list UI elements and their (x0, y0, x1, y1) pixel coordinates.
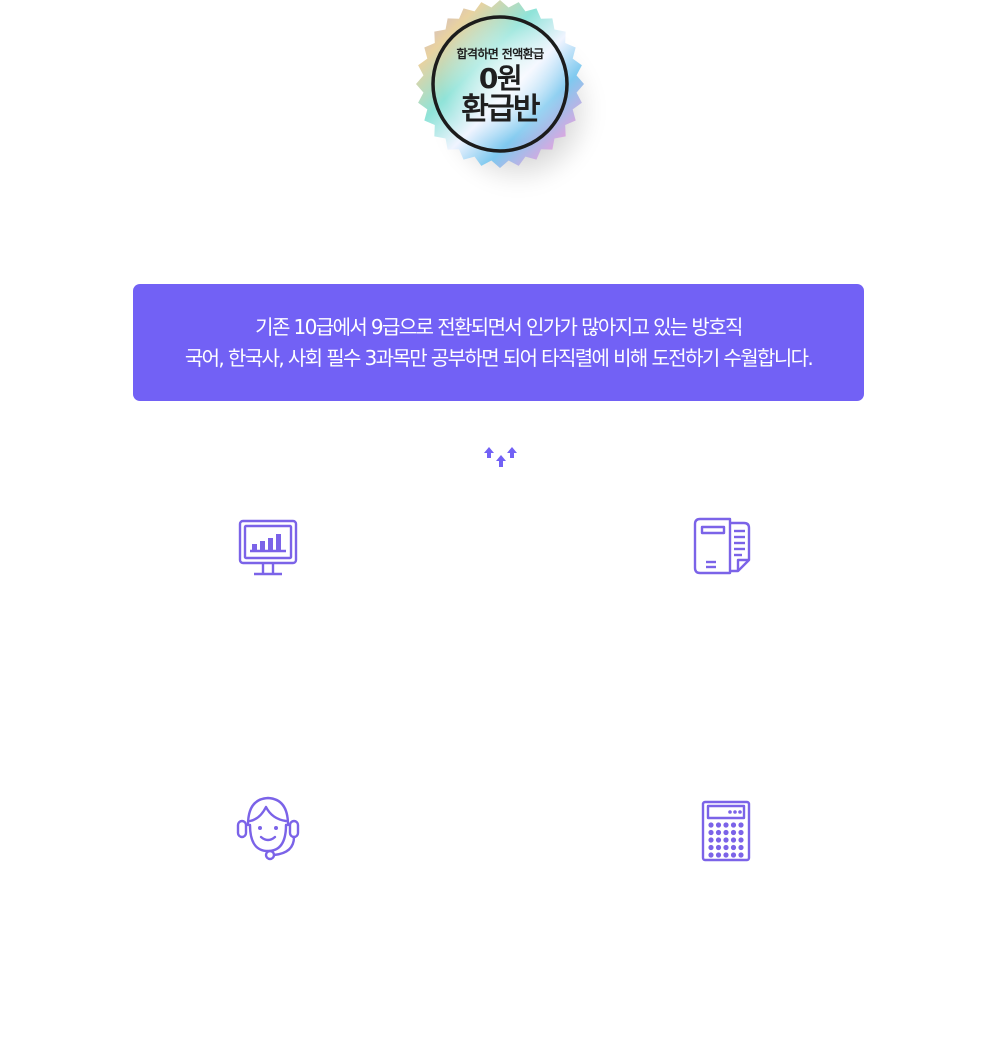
document-icon (693, 517, 751, 575)
calculator-key (738, 829, 744, 836)
calculator-key (730, 852, 737, 858)
calculator-key (715, 822, 722, 828)
calculator-key (715, 837, 722, 843)
refund-badge: 합격하면 전액환급 0원 환급반 (416, 0, 598, 190)
calculator-key (715, 852, 722, 858)
calculator-key (730, 822, 737, 828)
calculator-key (738, 837, 744, 843)
calculator-key (738, 844, 744, 851)
calculator-key (715, 829, 722, 836)
calculator-key (708, 822, 714, 828)
headset-agent-icon (236, 796, 300, 861)
notice-line-2: 국어, 한국사, 사회 필수 3과목만 공부하면 되어 타직렬에 비해 도전하기… (184, 345, 814, 370)
calculator-key (730, 829, 737, 836)
calculator-key (708, 837, 714, 843)
calculator-key (723, 837, 729, 843)
badge-subtitle: 합격하면 전액환급 (456, 46, 544, 61)
monitor-chart-icon (238, 519, 298, 576)
calculator-key (730, 837, 737, 843)
calculator-key (708, 844, 714, 851)
calculator-key (723, 822, 729, 828)
calculator-key (738, 822, 744, 828)
arrows-up-icon (484, 447, 517, 467)
holographic-seal-icon (416, 0, 584, 168)
calculator-key (708, 829, 714, 836)
calculator-key (723, 844, 729, 851)
notice-line-1: 기존 10급에서 9급으로 전환되면서 인가가 많아지고 있는 방호직 (255, 314, 743, 339)
calculator-key (730, 844, 737, 851)
calculator-icon (701, 800, 751, 862)
badge-text: 합격하면 전액환급 0원 환급반 (416, 0, 584, 168)
badge-title: 환급반 (461, 91, 540, 127)
calculator-key (723, 829, 729, 836)
calculator-key (708, 852, 714, 858)
notice-banner: 기존 10급에서 9급으로 전환되면서 인가가 많아지고 있는 방호직 국어, … (133, 284, 864, 401)
calculator-key (738, 852, 744, 858)
calculator-key (715, 844, 722, 851)
calculator-key (723, 852, 729, 858)
badge-amount: 0원 (478, 61, 523, 95)
